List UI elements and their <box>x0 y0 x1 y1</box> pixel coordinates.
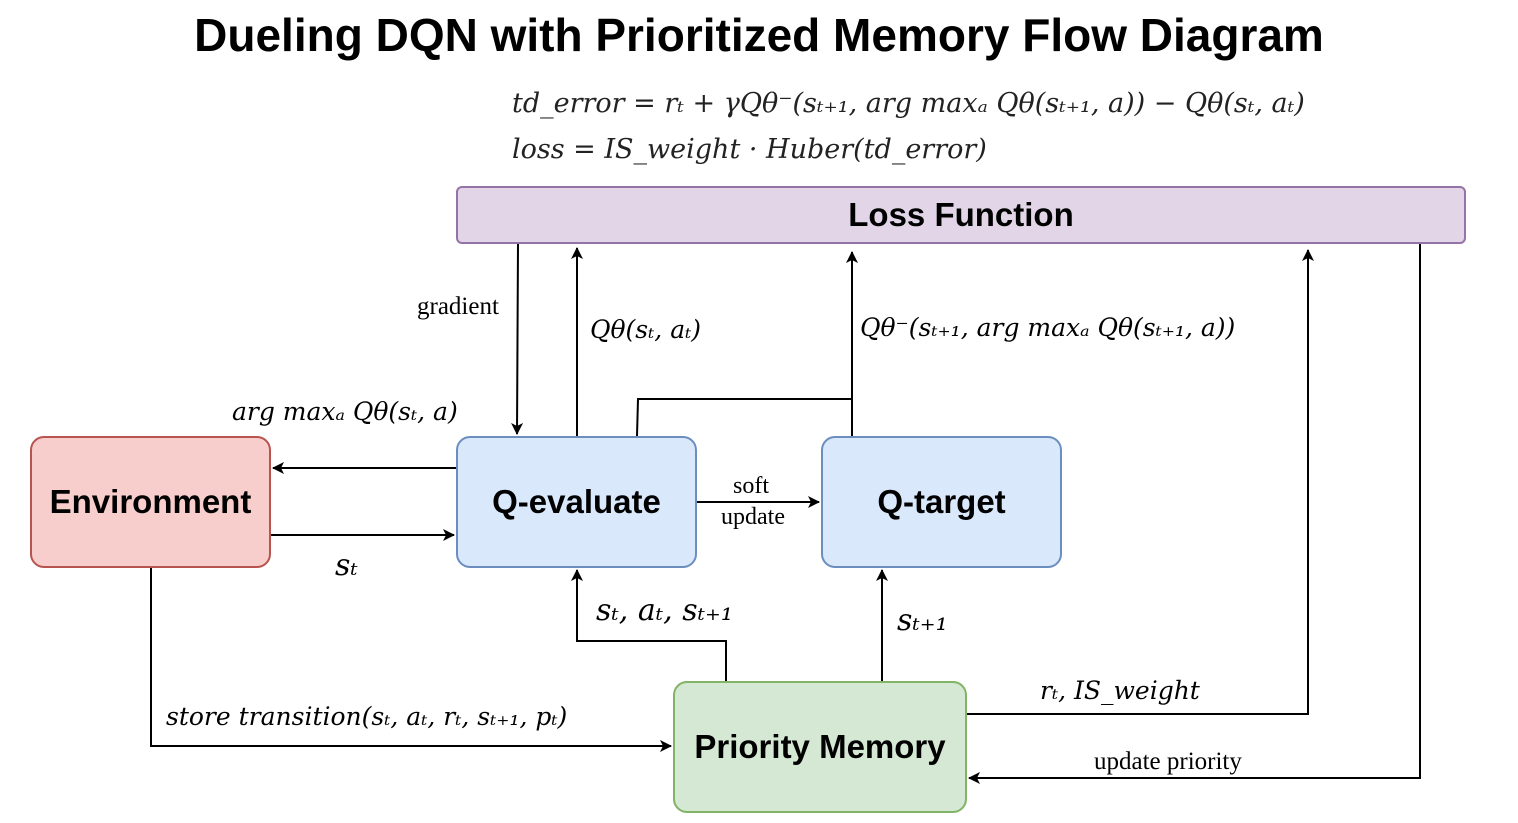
q-evaluate-node: Q-evaluate <box>456 436 697 568</box>
environment-node: Environment <box>30 436 271 568</box>
sample-eval-arrow <box>571 569 727 681</box>
loss-formula: loss = IS_weight · Huber(td_error) <box>512 134 987 165</box>
loss-function-label: Loss Function <box>848 196 1074 233</box>
priority-memory-label: Priority Memory <box>694 728 946 765</box>
diagram-title: Dueling DQN with Prioritized Memory Flow… <box>194 9 1324 61</box>
td-error-formula: td_error = rₜ + γQθ⁻(sₜ₊₁, arg maxₐ Qθ(s… <box>512 88 1305 119</box>
q-target-label: Q-target <box>877 483 1006 520</box>
soft-update-label-line1: soft <box>733 473 769 499</box>
action-label: arg maxₐ Qθ(sₜ, a) <box>232 397 458 426</box>
q-target-output-label: Qθ⁻(sₜ₊₁, arg maxₐ Qθ(sₜ₊₁, a)) <box>860 313 1236 342</box>
loss-function-node: Loss Function <box>456 186 1466 244</box>
q-eval-branch-line <box>636 398 852 437</box>
q-target-node: Q-target <box>821 436 1062 568</box>
state-label: sₜ <box>335 548 358 583</box>
update-priority-label: update priority <box>1094 748 1242 775</box>
store-transition-arrow <box>150 568 672 752</box>
store-transition-label: store transition(sₜ, aₜ, rₜ, sₜ₊₁, pₜ) <box>166 702 568 731</box>
q-evaluate-label: Q-evaluate <box>492 483 661 520</box>
update-priority-arrow <box>968 244 1421 784</box>
q-eval-output-label: Qθ(sₜ, aₜ) <box>590 315 702 344</box>
gradient-arrow <box>511 243 524 435</box>
sample-eval-label: sₜ, aₜ, sₜ₊₁ <box>596 593 733 628</box>
environment-label: Environment <box>49 483 252 520</box>
sample-target-label: sₜ₊₁ <box>897 603 948 638</box>
reward-weight-label: rₜ, IS_weight <box>1040 676 1200 705</box>
reward-weight-arrow <box>967 249 1314 715</box>
priority-memory-node: Priority Memory <box>673 681 967 813</box>
soft-update-label-line2: update <box>721 504 785 530</box>
gradient-label: gradient <box>417 293 499 320</box>
